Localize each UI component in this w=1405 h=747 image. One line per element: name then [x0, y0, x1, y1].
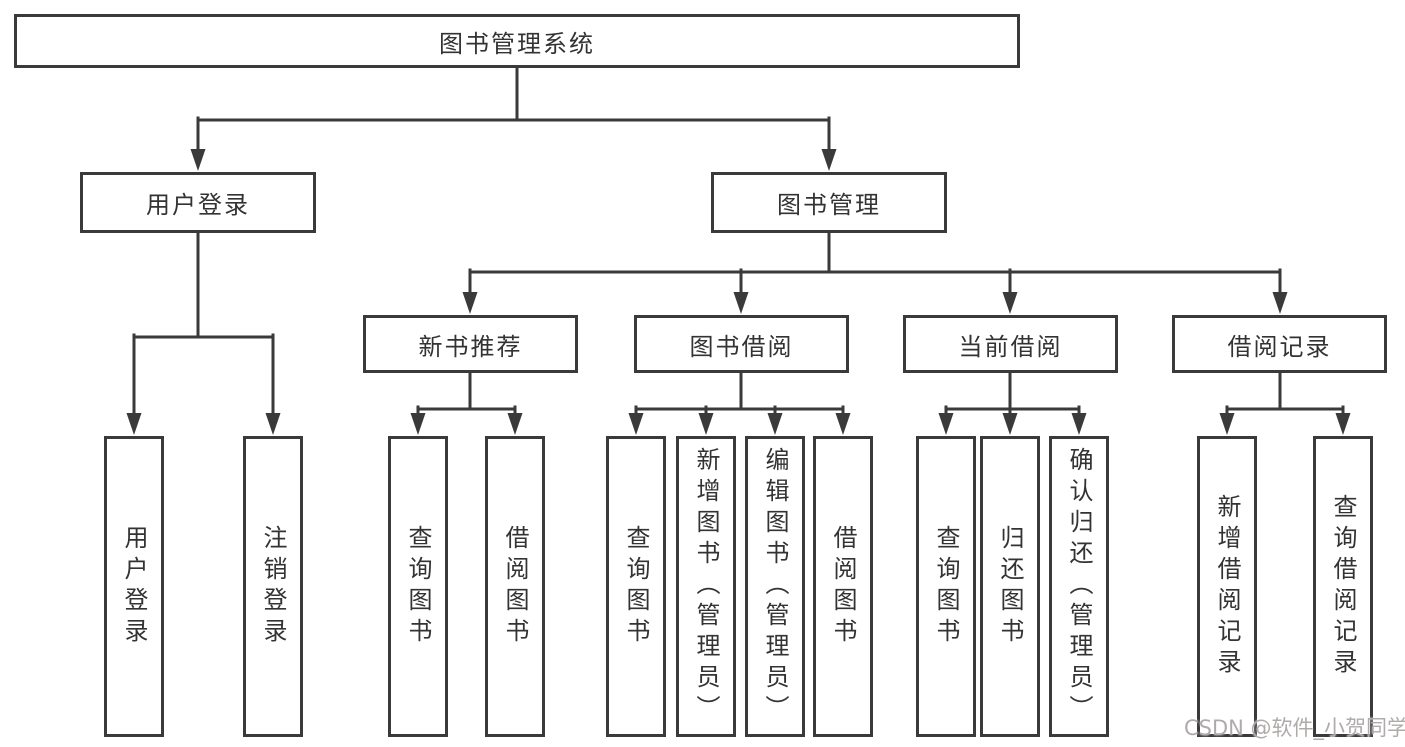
leaf-add-borrow-record: 新增借阅记录: [1197, 436, 1257, 737]
leaf-label: 用户登录: [120, 524, 148, 649]
arrowhead-icon: [733, 292, 749, 314]
arrowhead-icon: [1219, 413, 1235, 435]
leaf-label: 借阅图书: [829, 524, 857, 649]
arrowhead-icon: [265, 413, 281, 435]
arrowhead-icon: [190, 149, 206, 171]
node-current-borrowing: 当前借阅: [903, 315, 1118, 373]
leaf-label: 归还图书: [996, 524, 1024, 649]
connector-root-to-level2: [196, 66, 831, 156]
node-book-management: 图书管理: [711, 172, 947, 233]
leaf-label: 确认归还（管理员）: [1065, 447, 1093, 726]
leaf-label: 查询借阅记录: [1329, 493, 1357, 680]
leaf-query-books-current: 查询图书: [916, 436, 976, 737]
leaf-return-books: 归还图书: [980, 436, 1040, 737]
leaf-label: 新增借阅记录: [1213, 493, 1241, 680]
connector-borrowrecord-to-leaves: [1225, 369, 1345, 420]
node-new-book-recommendation: 新书推荐: [363, 315, 578, 373]
leaf-borrow-books-borrowing: 借阅图书: [813, 436, 873, 737]
arrowhead-icon: [835, 413, 851, 435]
arrowhead-icon: [821, 149, 837, 171]
connector-newbook-to-leaves: [416, 369, 517, 420]
arrowhead-icon: [767, 413, 783, 435]
leaf-query-books-newbook: 查询图书: [388, 436, 448, 737]
leaf-label: 注销登录: [259, 524, 287, 649]
leaf-edit-book-admin: 编辑图书（管理员）: [745, 436, 805, 737]
node-user-login: 用户登录: [80, 172, 316, 233]
leaf-query-borrow-record: 查询借阅记录: [1313, 436, 1373, 737]
arrowhead-icon: [1272, 292, 1288, 314]
leaf-label: 查询图书: [622, 524, 650, 649]
arrowhead-icon: [1002, 292, 1018, 314]
leaf-confirm-return-admin: 确认归还（管理员）: [1049, 436, 1109, 737]
node-borrowing-records: 借阅记录: [1172, 315, 1387, 373]
arrowhead-icon: [462, 292, 478, 314]
leaf-borrow-books-newbook: 借阅图书: [485, 436, 545, 737]
leaf-label: 借阅图书: [501, 524, 529, 649]
arrowhead-icon: [628, 413, 644, 435]
arrow-heads: [126, 149, 1351, 435]
leaf-label: 新增图书（管理员）: [692, 447, 720, 726]
leaf-add-book-admin: 新增图书（管理员）: [676, 436, 736, 737]
connector-bookborrow-to-leaves: [634, 369, 845, 420]
connector-lines: [132, 66, 1345, 420]
connector-currentborrow-to-leaves: [944, 369, 1081, 420]
node-book-borrowing: 图书借阅: [634, 315, 849, 373]
leaf-label: 查询图书: [404, 524, 432, 649]
node-library-system: 图书管理系统: [14, 14, 1020, 68]
leaf-logout: 注销登录: [243, 436, 303, 737]
arrowhead-icon: [1335, 413, 1351, 435]
arrowhead-icon: [410, 413, 426, 435]
arrowhead-icon: [126, 413, 142, 435]
watermark-text: CSDN @软件_小贺同学: [1184, 716, 1405, 740]
connector-bookmanagement-to-level3: [468, 229, 1282, 299]
leaf-query-books-borrowing: 查询图书: [606, 436, 666, 737]
connector-userlogin-to-leaves: [132, 229, 275, 420]
arrowhead-icon: [1002, 413, 1018, 435]
leaf-user-login: 用户登录: [104, 436, 164, 737]
leaf-label: 编辑图书（管理员）: [761, 447, 789, 726]
arrowhead-icon: [507, 413, 523, 435]
leaf-label: 查询图书: [932, 524, 960, 649]
arrowhead-icon: [938, 413, 954, 435]
arrowhead-icon: [1071, 413, 1087, 435]
arrowhead-icon: [698, 413, 714, 435]
